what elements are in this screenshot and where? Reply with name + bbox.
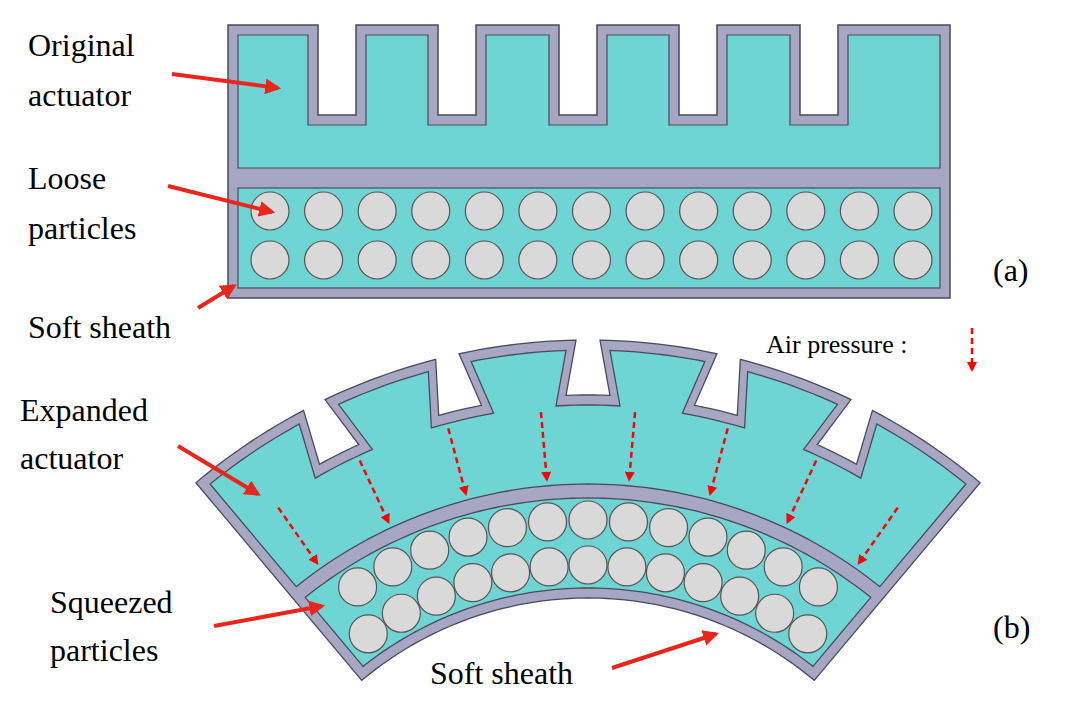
particle xyxy=(787,192,825,230)
particle xyxy=(609,503,647,541)
part-label: Soft sheath xyxy=(430,648,573,698)
particle xyxy=(358,192,396,230)
leader-arrow xyxy=(214,606,322,626)
particle xyxy=(569,501,607,539)
particle xyxy=(727,531,765,569)
particle xyxy=(488,509,526,547)
particle xyxy=(733,192,771,230)
air-pressure-arrow xyxy=(859,508,898,564)
air-pressure-arrow xyxy=(448,428,466,494)
particle xyxy=(305,241,343,279)
particle-chamber xyxy=(238,188,940,288)
particle xyxy=(894,241,932,279)
leader-arrow xyxy=(612,634,716,668)
particle xyxy=(412,241,450,279)
particle xyxy=(721,577,759,615)
air-pressure-arrow xyxy=(629,412,635,480)
particle xyxy=(689,518,727,556)
soft-sheath xyxy=(196,340,980,680)
leader-arrow xyxy=(198,286,234,308)
particle xyxy=(358,241,396,279)
particle xyxy=(449,518,487,556)
particle xyxy=(305,192,343,230)
particle xyxy=(530,548,568,586)
panel-label: (b) xyxy=(993,604,1030,650)
air-pressure-arrow xyxy=(787,461,816,523)
air-pressure-arrow xyxy=(360,461,389,523)
particle xyxy=(840,192,878,230)
particle xyxy=(646,554,684,592)
expanded-actuator-chamber xyxy=(210,350,966,586)
actuator-chamber xyxy=(238,35,940,168)
particle xyxy=(492,554,530,592)
particle xyxy=(519,192,557,230)
soft-sheath xyxy=(228,25,950,298)
panel-label: (a) xyxy=(993,247,1029,293)
air-pressure-arrow xyxy=(541,412,547,480)
particle xyxy=(787,241,825,279)
particle xyxy=(572,192,610,230)
particle xyxy=(412,192,450,230)
particle xyxy=(339,568,377,606)
particle xyxy=(454,564,492,602)
part-label: Loose particles xyxy=(28,153,178,253)
part-label: Original actuator xyxy=(28,20,178,120)
particle xyxy=(756,594,794,632)
part-label: Squeezed particles xyxy=(50,578,210,674)
particle xyxy=(251,241,289,279)
particle-chamber xyxy=(305,498,871,666)
loose-particles xyxy=(251,192,932,279)
particle xyxy=(733,241,771,279)
expanded-actuator-figure xyxy=(196,340,980,680)
particle xyxy=(382,594,420,632)
original-actuator-figure xyxy=(228,25,950,298)
particle xyxy=(411,531,449,569)
particle xyxy=(608,548,646,586)
leader-arrow xyxy=(172,74,278,88)
particle xyxy=(465,241,503,279)
particle xyxy=(569,546,607,584)
particle xyxy=(894,192,932,230)
part-label: Expanded actuator xyxy=(20,386,180,482)
air-pressure-arrow xyxy=(710,428,728,494)
particle xyxy=(529,503,567,541)
particle xyxy=(650,509,688,547)
particle xyxy=(789,615,827,653)
particle xyxy=(572,241,610,279)
leader-arrow xyxy=(168,186,272,212)
particle xyxy=(349,615,387,653)
particle xyxy=(799,568,837,606)
particle xyxy=(684,564,722,602)
air-pressure-arrow xyxy=(278,508,317,564)
particle xyxy=(680,241,718,279)
particle xyxy=(840,241,878,279)
particle xyxy=(764,548,802,586)
particle xyxy=(626,241,664,279)
particle xyxy=(519,241,557,279)
leader-arrow xyxy=(178,446,258,494)
symbol-label: Air pressure : xyxy=(766,328,908,362)
particle xyxy=(417,577,455,615)
particle xyxy=(680,192,718,230)
part-label: Soft sheath xyxy=(28,302,171,352)
leader-arrows xyxy=(168,74,716,668)
particle xyxy=(626,192,664,230)
particle xyxy=(374,548,412,586)
air-pressure-symbol xyxy=(971,328,974,370)
particle xyxy=(465,192,503,230)
